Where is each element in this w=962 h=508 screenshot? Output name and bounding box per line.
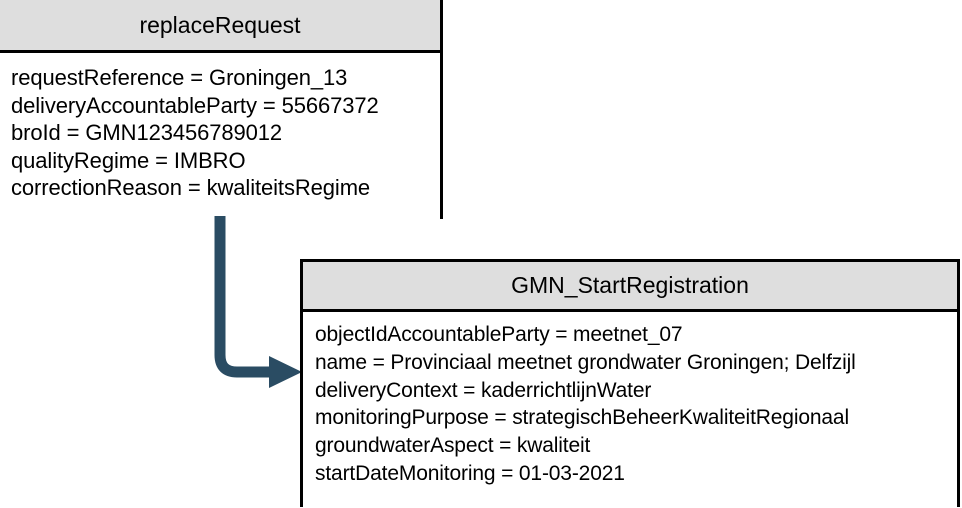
attribute-row: name = Provinciaal meetnet grondwater Gr… <box>315 350 856 374</box>
attribute-row: broId = GMN123456789012 <box>11 120 283 145</box>
attribute-row: monitoringPurpose = strategischBeheerKwa… <box>315 406 849 430</box>
uml-box-attributes-replace-request: requestReference = Groningen_13 delivery… <box>0 53 440 219</box>
arrowhead-icon <box>269 356 302 388</box>
attribute-row: deliveryContext = kaderrichtlijnWater <box>315 378 652 402</box>
attribute-row: objectIdAccountableParty = meetnet_07 <box>315 323 683 346</box>
attribute-row: requestReference = Groningen_13 <box>11 65 348 90</box>
uml-box-gmn-startregistration[interactable]: GMN_StartRegistration objectIdAccountabl… <box>300 259 960 508</box>
uml-box-title-replace-request: replaceRequest <box>0 0 440 53</box>
attribute-row: correctionReason = kwaliteitsRegime <box>11 175 371 200</box>
uml-box-replace-request[interactable]: replaceRequest requestReference = Gronin… <box>0 0 443 219</box>
uml-box-title-gmn-startregistration: GMN_StartRegistration <box>303 262 957 312</box>
elbow-arrow-connector <box>214 216 302 388</box>
attribute-row: startDateMonitoring = 01-03-2021 <box>315 461 625 485</box>
arrow-stem <box>214 216 274 378</box>
attribute-row: deliveryAccountableParty = 55667372 <box>11 92 379 118</box>
uml-box-attributes-gmn-startregistration: objectIdAccountableParty = meetnet_07 na… <box>303 312 957 508</box>
attribute-row: qualityRegime = IMBRO <box>11 147 246 173</box>
attribute-row: groundwaterAspect = kwaliteit <box>315 434 591 458</box>
